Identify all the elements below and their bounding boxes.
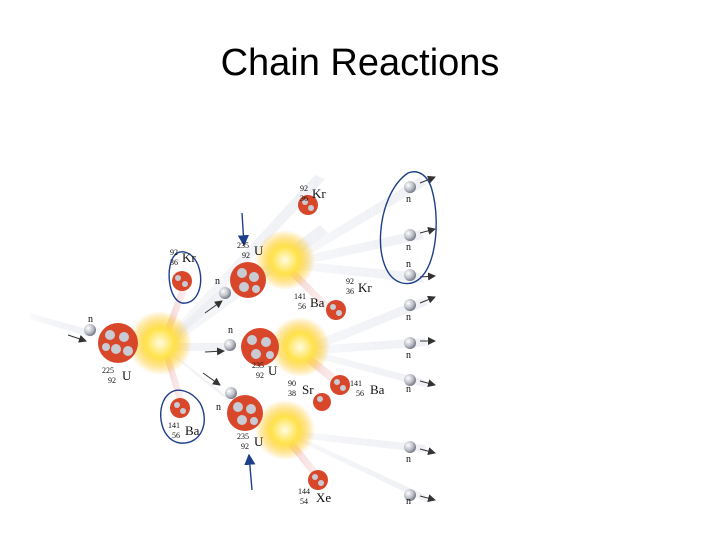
product-xe [308,470,328,490]
label-n-r3: n [406,259,411,270]
uranium-nucleus-3 [241,328,279,366]
label-u4-mass: 235 [237,432,249,441]
arrow-incoming-u-top [237,212,249,247]
label-kr1-mass: 92 [170,248,178,257]
motion-arrows [67,175,436,503]
chain-reaction-diagram: n 225 92 U 92 36 Kr 141 56 Ba n n n 235 … [30,165,450,510]
label-sr-z: 38 [288,389,296,398]
diagram-artwork [30,171,437,503]
label-n-r6: n [406,384,411,395]
label-ba3-mass: 141 [350,379,362,388]
label-u4-z: 92 [241,442,249,451]
label-xe-mass: 144 [298,487,310,496]
label-kr2-mass: 92 [346,277,354,286]
product-ba-2 [330,375,350,395]
label-u2-mass: 235 [237,241,249,250]
fission-burst-1 [128,311,192,375]
label-n-r8: n [406,496,411,507]
label-u1-mass: 225 [102,366,114,375]
label-n-r5: n [406,350,411,361]
label-ba3-sym: Ba [370,382,385,397]
label-n-r4: n [406,312,411,323]
label-n-2: n [215,276,220,287]
label-n-r7: n [406,454,411,465]
product-kr-top [298,195,318,215]
label-ba1-z: 56 [172,431,180,440]
label-n-r1: n [406,194,411,205]
label-xe-z: 54 [300,497,308,506]
uranium-nucleus-4 [227,395,263,431]
label-sr-mass: 90 [288,379,296,388]
label-kr1-sym: Kr [182,250,196,265]
fission-burst-3 [270,317,330,377]
label-kr2-sym: Kr [358,280,372,295]
product-kr-1 [172,271,192,291]
label-u3-sym: U [268,363,278,378]
label-u2-z: 92 [242,251,250,260]
uranium-nucleus-1 [98,323,138,363]
label-ba2-z: 56 [298,302,306,311]
label-kr-top-z: 36 [300,194,308,203]
product-ba-1 [170,398,190,418]
product-sr [313,393,331,411]
label-kr1-z: 36 [170,258,178,267]
product-kr-2 [326,300,346,320]
label-n-incoming: n [88,314,93,325]
circle-kr-product [168,251,202,304]
circle-ba-product [160,389,205,444]
label-u3-z: 92 [256,371,264,380]
label-n-r2: n [406,242,411,253]
label-xe-sym: Xe [316,490,332,505]
label-ba2-sym: Ba [310,295,325,310]
label-sr-sym: Sr [302,382,314,397]
label-u2-sym: U [254,243,264,258]
label-kr2-z: 36 [346,287,354,296]
label-ba1-mass: 141 [168,421,180,430]
label-ba3-z: 56 [356,389,364,398]
label-u3-mass: 235 [252,361,264,370]
fission-burst-2 [255,230,315,290]
fission-burst-4 [255,400,315,460]
neutron-trails [30,175,428,503]
uranium-nucleus-2 [230,262,266,298]
label-n-3: n [228,325,233,336]
label-u4-sym: U [254,434,264,449]
circle-right-neutrons [379,171,437,285]
neutrons [84,181,416,501]
slide-title: Chain Reactions [220,42,500,84]
handwritten-annotations [160,171,437,491]
label-kr-top-mass: 92 [300,184,308,193]
label-u1-z: 92 [108,376,116,385]
label-u1-sym: U [122,368,132,383]
arrow-incoming-u-bottom [244,453,256,491]
label-ba2-mass: 141 [294,292,306,301]
label-ba1-sym: Ba [185,423,200,438]
label-n-4: n [216,402,221,413]
label-kr-top-sym: Kr [312,186,326,201]
